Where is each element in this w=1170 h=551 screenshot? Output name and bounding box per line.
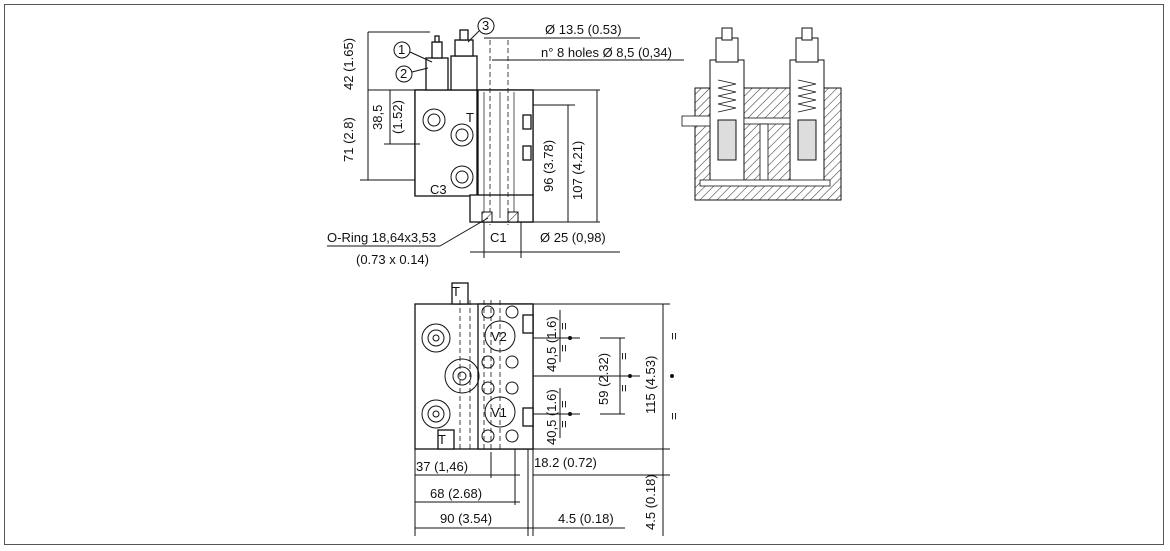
dim-18: 18.2 (0.72) (534, 455, 597, 470)
port-t-label: T (466, 110, 474, 125)
port-t-hole (422, 108, 446, 132)
bottom-flange (469, 194, 534, 223)
dim-59: 59 (2.32) (596, 353, 611, 405)
dim-height-top: 42 (1.65) (341, 38, 356, 90)
port-v1 (484, 396, 516, 428)
equal-sign-3: = (556, 400, 571, 408)
valve-left-block (414, 89, 478, 197)
port-v1-label: V1 (491, 405, 507, 420)
bottom-view (414, 282, 670, 536)
port-t-top-label: T (452, 284, 460, 299)
port-t-bottom-label: T (438, 432, 446, 447)
dim-25: Ø 25 (0,98) (540, 230, 606, 245)
side-tab-top (522, 114, 532, 130)
port-c1-label: C1 (490, 230, 507, 245)
dim-96: 96 (3.78) (541, 140, 556, 192)
side-tab-bottom (522, 145, 532, 161)
equal-sign-1: = (556, 322, 571, 330)
oring-label: O-Ring 18,64x3,53 (327, 230, 436, 245)
dim-90: 90 (3.54) (440, 511, 492, 526)
dim-68: 68 (2.68) (430, 486, 482, 501)
callout-1 (393, 41, 411, 59)
port-v2 (484, 320, 516, 352)
top-view (327, 17, 684, 258)
drawing-frame (4, 4, 1164, 545)
valve-stem-2 (450, 55, 478, 91)
dim-107: 107 (4.21) (570, 141, 585, 200)
port-c3-label: C3 (430, 182, 447, 197)
equal-sign-8: = (666, 412, 681, 420)
dim-4-5-vertical: 4.5 (0.18) (643, 474, 658, 530)
dim-40-lower: 40,5 (1.6) (544, 389, 559, 445)
dim-115: 115 (4.53) (643, 356, 658, 414)
dim-hole-diameter: Ø 13.5 (0.53) (545, 22, 622, 37)
port-plug-1 (421, 323, 451, 353)
dim-38: 38,5 (370, 105, 385, 130)
dim-40-upper: 40,5 (1.6) (544, 316, 559, 372)
dim-37: 37 (1,46) (416, 459, 468, 474)
callout-3-label: 3 (482, 18, 489, 33)
dim-4-5-horizontal: 4.5 (0.18) (558, 511, 614, 526)
section-view (681, 27, 842, 201)
callout-2 (395, 65, 413, 83)
equal-sign-7: = (666, 332, 681, 340)
valve-stem-1 (425, 57, 449, 91)
oring-inch: (0.73 x 0.14) (356, 252, 429, 267)
equal-sign-2: = (556, 344, 571, 352)
port-t-bottom-tab (437, 429, 455, 450)
callout-3 (477, 17, 495, 35)
callout-2-label: 2 (400, 66, 407, 81)
port-plug-2 (444, 358, 480, 394)
port-c3-hole (450, 165, 474, 189)
port-hole (450, 123, 474, 147)
equal-sign-4: = (556, 420, 571, 428)
dim-holes: n° 8 holes Ø 8,5 (0,34) (541, 45, 672, 60)
port-v2-label: V2 (491, 329, 507, 344)
callout-1-label: 1 (398, 42, 405, 57)
equal-sign-6: = (616, 384, 631, 392)
dim-38-inch: (1.52) (390, 100, 405, 134)
equal-sign-5: = (616, 352, 631, 360)
dim-71: 71 (2.8) (341, 117, 356, 162)
port-plug-3 (421, 399, 451, 429)
